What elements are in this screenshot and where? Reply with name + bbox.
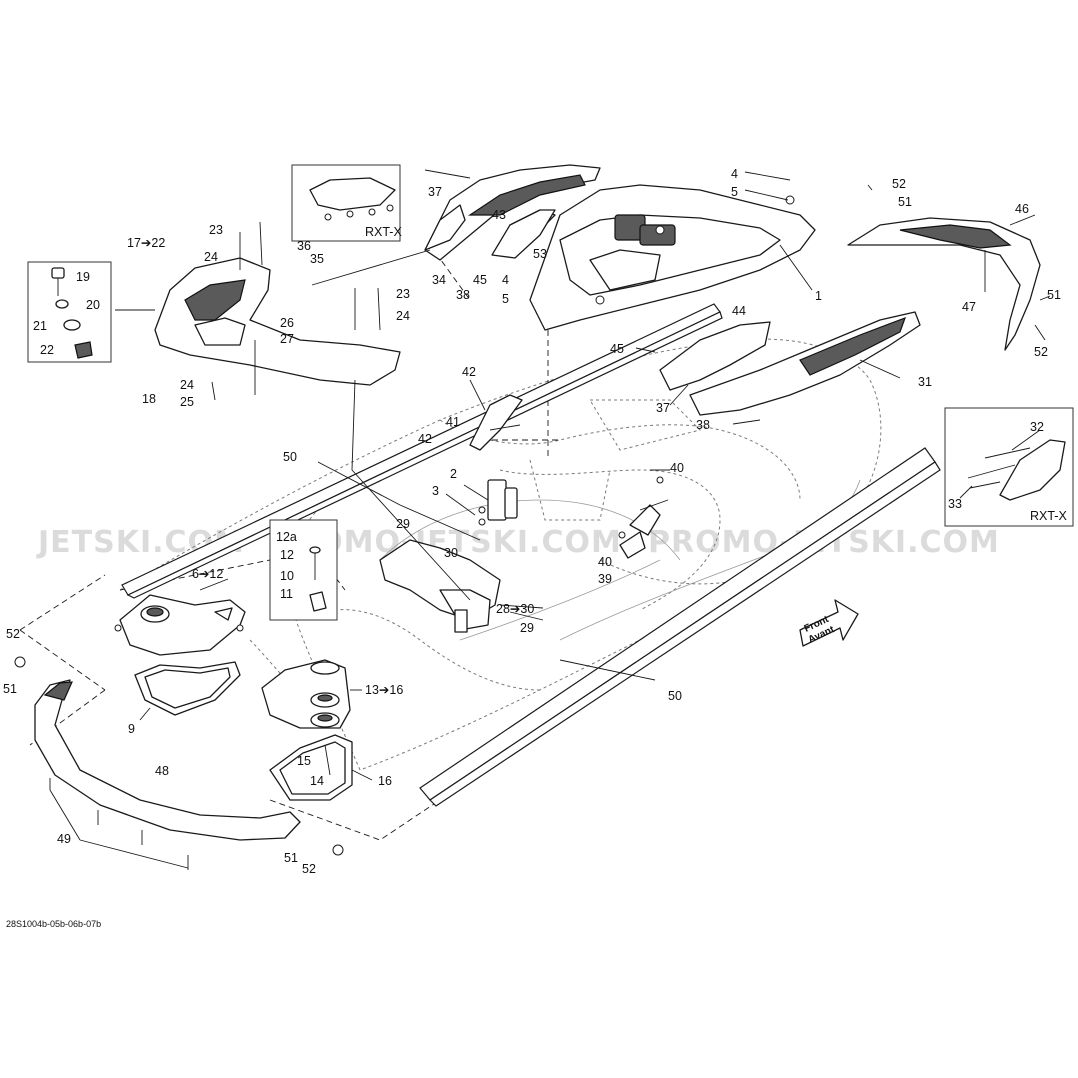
callout-51d: 51 (284, 851, 298, 865)
callout-52d: 52 (302, 862, 316, 876)
callout-43: 43 (492, 208, 506, 222)
callout-52c: 52 (6, 627, 20, 641)
callout-36: 36 (297, 239, 311, 253)
leader-lines (115, 169, 1051, 781)
rxt-right-label: RXT-X (1030, 509, 1067, 523)
callout-31: 31 (918, 375, 932, 389)
callout-15: 15 (297, 754, 311, 768)
callout-28-30: 28➔30 (496, 602, 534, 616)
callout-52b: 52 (1034, 345, 1048, 359)
callout-39: 39 (598, 572, 612, 586)
callout-20: 20 (86, 298, 100, 312)
callout-29a: 29 (396, 517, 410, 531)
callout-17-22: 17➔22 (127, 236, 165, 250)
rear-deflector-part-46 (847, 217, 1041, 351)
bracket-parts-39-40 (618, 476, 664, 559)
callout-13-16: 13➔16 (365, 683, 403, 697)
watermarks: JETSKI.COM PROMO-JETSKI.COM PROMO-JETSKI… (36, 525, 999, 560)
callout-1: 1 (815, 289, 822, 303)
callout-24a: 24 (204, 250, 218, 264)
callout-5b: 5 (502, 292, 509, 306)
callout-11: 11 (280, 587, 293, 601)
callout-labels: 1 2 3 4 4 5 5 6➔12 9 10 11 12 12a 13➔16 … (3, 167, 1061, 876)
callout-51a: 51 (898, 195, 912, 209)
callout-42a: 42 (462, 365, 476, 379)
callout-30: 30 (444, 546, 458, 560)
callout-47: 47 (962, 300, 976, 314)
callout-53: 53 (533, 247, 547, 261)
callout-23b: 23 (396, 287, 410, 301)
callout-51c: 51 (3, 682, 17, 696)
callout-5a: 5 (731, 185, 738, 199)
callout-22: 22 (40, 343, 54, 357)
callout-51b: 51 (1047, 288, 1061, 302)
storage-lid-part-13 (261, 659, 351, 729)
callout-12a: 12a (276, 530, 297, 544)
callout-24c: 24 (180, 378, 194, 392)
callout-37a: 37 (428, 185, 442, 199)
callout-50b: 50 (668, 689, 682, 703)
side-panel-part-31 (689, 311, 921, 416)
callout-52a: 52 (892, 177, 906, 191)
callout-10: 10 (280, 569, 294, 583)
callout-42b: 42 (418, 432, 432, 446)
callout-37b: 37 (656, 401, 670, 415)
callout-6-12: 6➔12 (192, 567, 223, 581)
callout-26: 26 (280, 316, 294, 330)
callout-4b: 4 (502, 273, 509, 287)
callout-14: 14 (310, 774, 324, 788)
bracket-part-41 (469, 394, 523, 451)
callout-41: 41 (446, 415, 460, 429)
callout-46: 46 (1015, 202, 1029, 216)
callout-25: 25 (180, 395, 194, 409)
inset-rxt-right: RXT-X (944, 407, 1074, 527)
panel-part-43 (424, 204, 556, 259)
bumper-part-48 (14, 656, 344, 856)
nose-cowl-part-18 (154, 257, 401, 386)
callout-50a: 50 (283, 450, 297, 464)
callout-12: 12 (280, 548, 294, 562)
side-rails (121, 303, 941, 807)
callout-45a: 45 (473, 273, 487, 287)
callout-49: 49 (57, 832, 71, 846)
callout-33: 33 (948, 497, 962, 511)
callout-9: 9 (128, 722, 135, 736)
callout-27: 27 (280, 332, 294, 346)
inset-rxt-top: RXT-X (291, 164, 402, 242)
gasket-part-16 (269, 734, 353, 801)
callout-44: 44 (732, 304, 746, 318)
callout-29b: 29 (520, 621, 534, 635)
deck-frame-part-1 (529, 184, 816, 331)
inset-fastener-10-12 (269, 519, 338, 621)
rxt-top-label: RXT-X (365, 225, 402, 239)
side-panel-part-44 (659, 321, 771, 391)
callout-16: 16 (378, 774, 392, 788)
callout-21: 21 (33, 319, 47, 333)
callout-48: 48 (155, 764, 169, 778)
mount-parts-2-3 (478, 479, 518, 526)
callout-32: 32 (1030, 420, 1044, 434)
callout-38a: 38 (456, 288, 470, 302)
callout-3: 3 (432, 484, 439, 498)
inset-fastener-19-22 (27, 261, 112, 363)
callout-4a: 4 (731, 167, 738, 181)
callout-40b: 40 (598, 555, 612, 569)
callout-19: 19 (76, 270, 90, 284)
front-direction-arrow: Front Avant (799, 599, 859, 647)
gasket-part-9 (134, 661, 241, 716)
reference-code: 28S1004b-05b-06b-07b (6, 919, 101, 929)
callout-34: 34 (432, 273, 446, 287)
callout-40a: 40 (670, 461, 684, 475)
callout-18: 18 (142, 392, 156, 406)
storage-lid-part-6 (114, 594, 246, 656)
callout-45b: 45 (610, 342, 624, 356)
callout-23a: 23 (209, 223, 223, 237)
callout-2: 2 (450, 467, 457, 481)
callout-35: 35 (310, 252, 324, 266)
callout-38b: 38 (696, 418, 710, 432)
bumper-cap-left (14, 656, 26, 668)
bumper-bolts-part-49 (49, 778, 189, 870)
callout-24b: 24 (396, 309, 410, 323)
